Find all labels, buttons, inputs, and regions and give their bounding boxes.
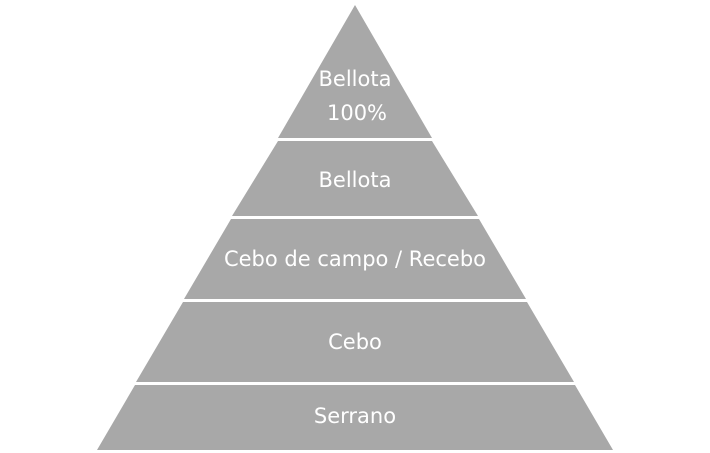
tier-bellota-100 <box>278 5 432 138</box>
tier-cebo-de-campo-recebo-label: Cebo de campo / Recebo <box>224 247 486 271</box>
tier-serrano <box>97 385 613 450</box>
tier-bellota-label: Bellota <box>319 168 392 192</box>
tier-bellota-100-label-line1: Bellota <box>319 67 392 91</box>
tier-cebo-label: Cebo <box>328 330 382 354</box>
tier-bellota <box>232 141 478 216</box>
tier-cebo-de-campo-recebo <box>184 219 526 299</box>
tier-cebo <box>136 302 574 382</box>
tier-bellota-100-label-line2: 100% <box>327 101 387 125</box>
tier-serrano-label: Serrano <box>314 404 396 428</box>
